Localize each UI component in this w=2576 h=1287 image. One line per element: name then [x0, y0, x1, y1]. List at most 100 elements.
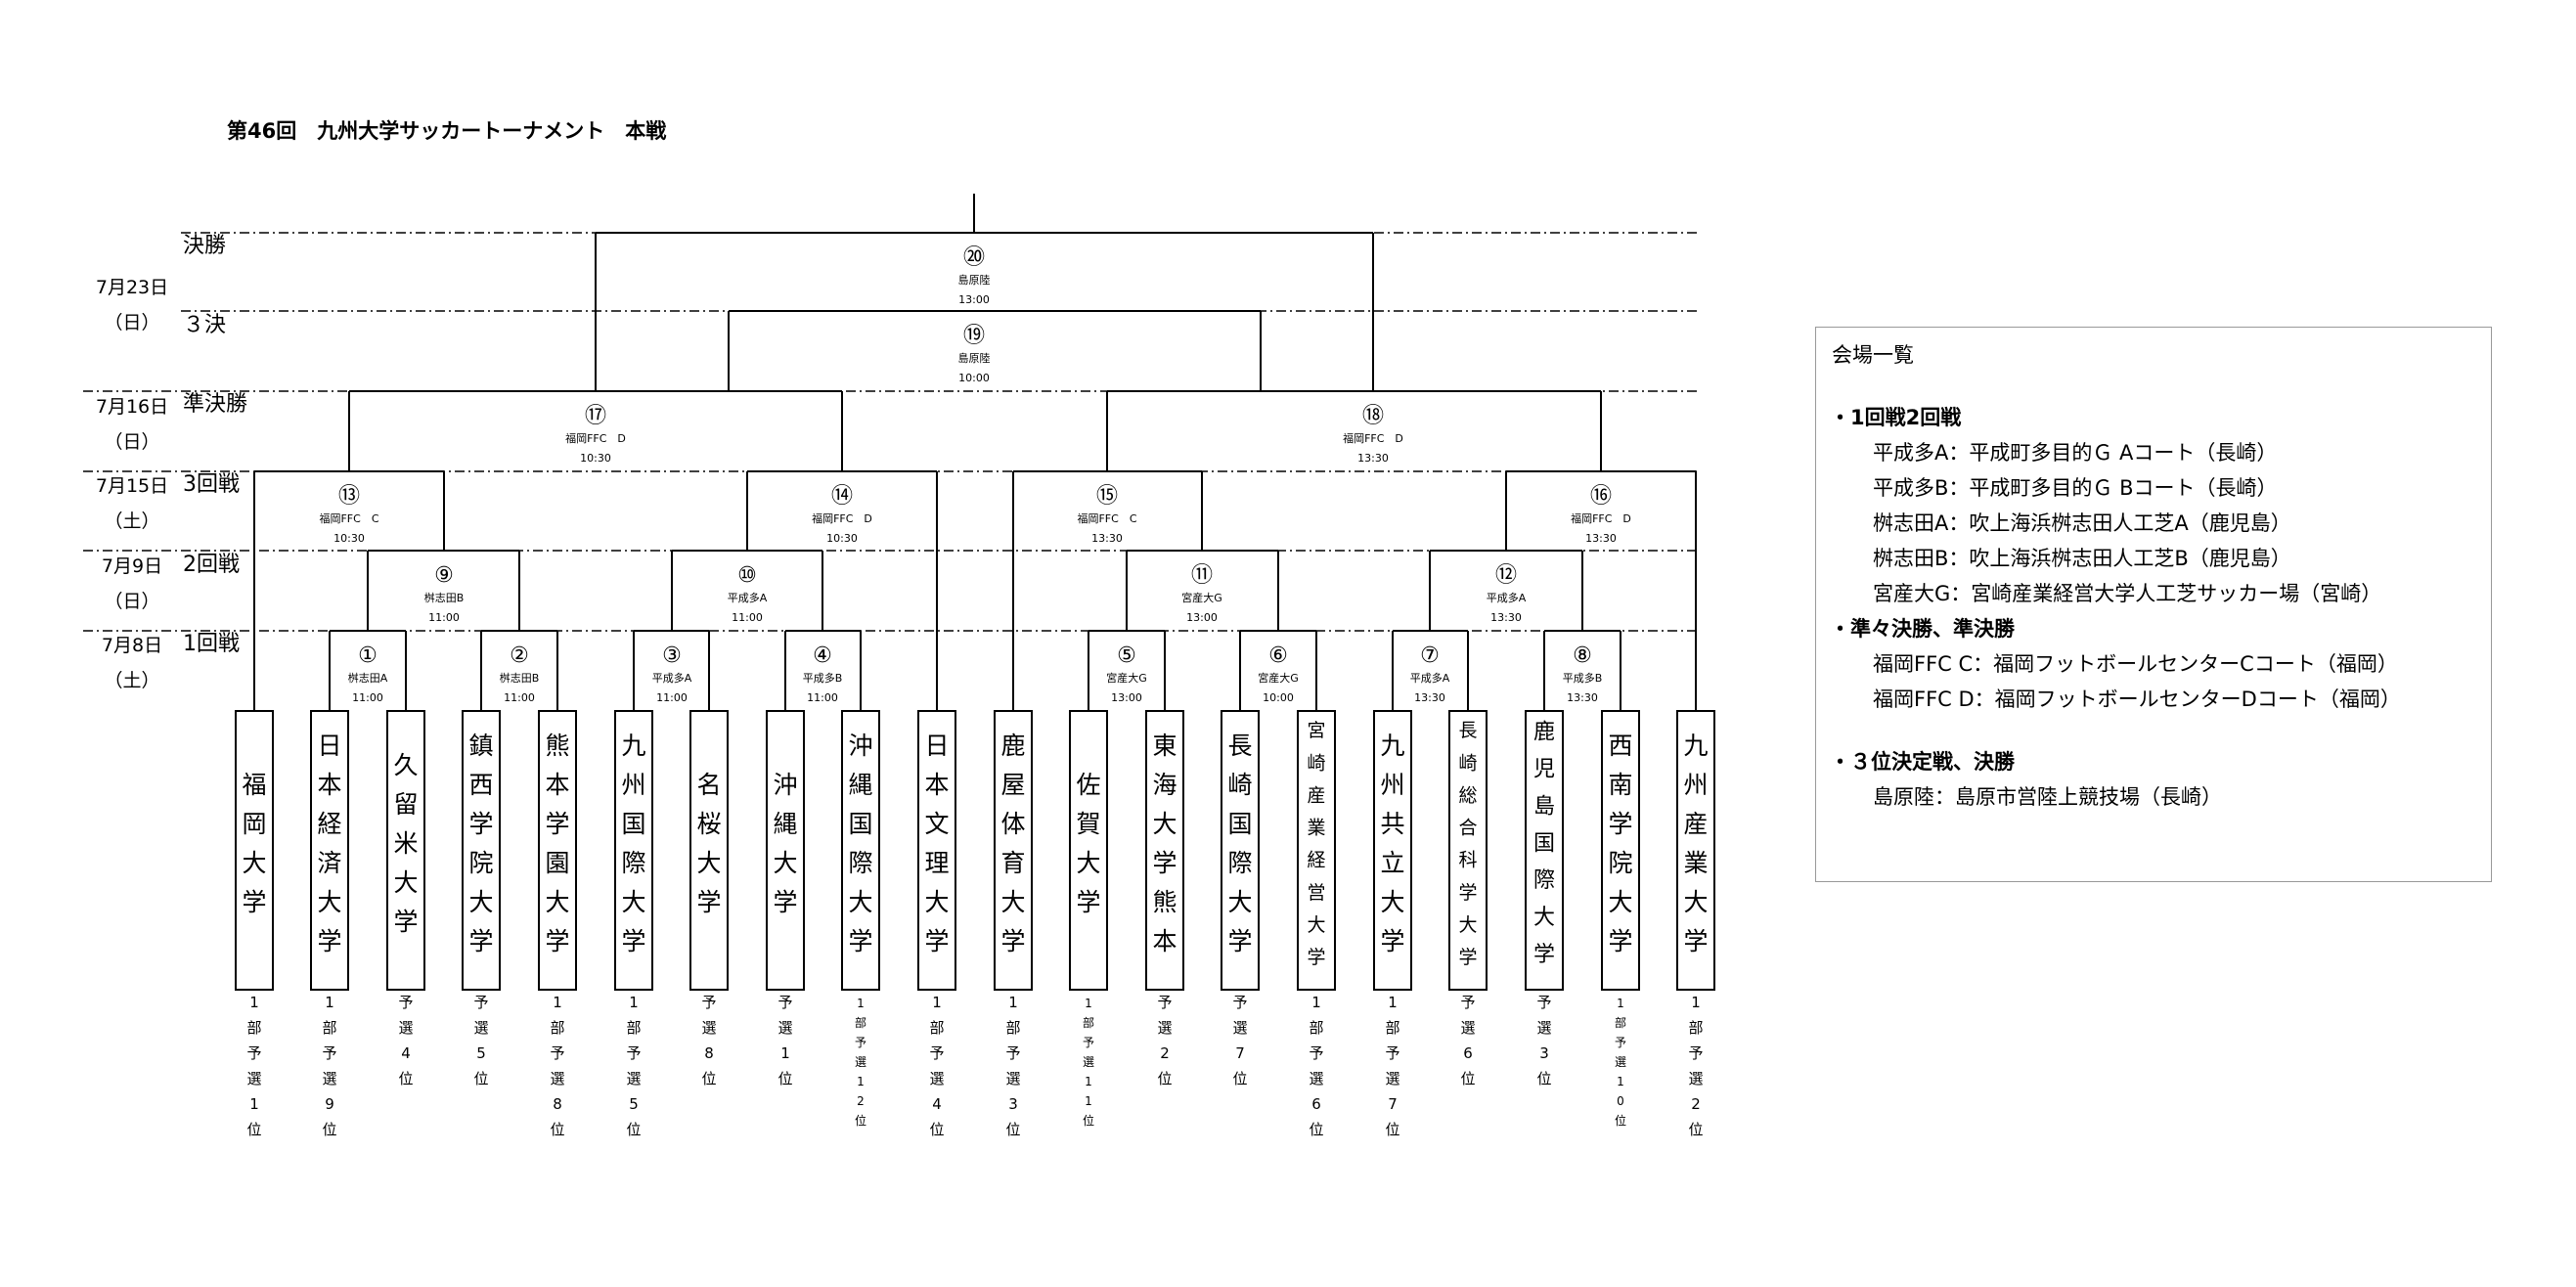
- round-weekday: （日）: [104, 431, 159, 453]
- team-seed-char: 部: [626, 1019, 641, 1037]
- team-name-char: 大: [1000, 888, 1025, 916]
- match-venue: 福岡FFC D: [1343, 431, 1403, 445]
- team-name-char: 大: [393, 868, 418, 897]
- team-seed-char: 7: [1235, 1044, 1245, 1062]
- team-seed-char: 6: [1463, 1044, 1473, 1062]
- match-number: ⑤: [1117, 644, 1136, 668]
- team-name-char: 大: [1076, 849, 1100, 877]
- team-seed-char: 位: [1536, 1070, 1551, 1087]
- match-number: ⑯: [1590, 484, 1612, 509]
- team-seed-char: 選: [1083, 1055, 1094, 1069]
- venue-item: 福岡FFC D：福岡フットボールセンターDコート（福岡）: [1873, 688, 2401, 711]
- team-seed-char: 予: [1005, 1044, 1020, 1062]
- team-box: [1601, 710, 1640, 991]
- team-name-char: 共: [1380, 810, 1404, 838]
- team-name-char: 国: [621, 810, 645, 838]
- team-box: [689, 710, 729, 991]
- team-name-char: 大: [1683, 888, 1708, 916]
- round-date: 7月9日: [102, 555, 162, 577]
- match-time: 13:30: [1490, 611, 1522, 624]
- round-date: 7月8日: [102, 635, 162, 656]
- match-time: 13:00: [958, 293, 990, 306]
- venue-list-panel: 会場一覧 ・1回戦2回戦 平成多A：平成町多目的Ｇ Aコート（長崎） 平成多B：…: [1815, 327, 2492, 882]
- team-seed-char: 1: [1008, 994, 1018, 1011]
- match-time: 11:00: [352, 691, 383, 704]
- team-seed-char: 1: [932, 994, 942, 1011]
- match-number: ⑱: [1362, 404, 1384, 428]
- team-seed-char: 2: [1160, 1044, 1170, 1062]
- team-seed-char: 選: [777, 1019, 792, 1037]
- venue-item: 平成多A：平成町多目的Ｇ Aコート（長崎）: [1873, 441, 2278, 465]
- match-venue: 福岡FFC D: [565, 431, 626, 445]
- team-seed-char: 位: [550, 1121, 564, 1138]
- team-name-char: 学: [1000, 927, 1025, 955]
- team-name-char: 鎮: [468, 732, 493, 760]
- team-box: [1373, 710, 1412, 991]
- team-name-char: 学: [1152, 849, 1177, 877]
- round-name: 決勝: [183, 234, 226, 258]
- team-name-char: 学: [1380, 927, 1404, 955]
- match-venue: 桝志田A: [348, 671, 388, 685]
- team-seed-char: 予: [1460, 994, 1475, 1011]
- team-name-char: 西: [468, 771, 493, 799]
- team-seed-char: 部: [550, 1019, 564, 1037]
- team-seed-char: 1: [857, 997, 865, 1010]
- team-name-char: 営: [1307, 882, 1325, 904]
- match-venue: 島原陸: [958, 351, 991, 365]
- team-name-char: 九: [1380, 732, 1404, 760]
- team-seed-char: 位: [1083, 1113, 1094, 1128]
- team-seed-char: 選: [929, 1070, 944, 1087]
- team-name-char: 国: [1227, 810, 1252, 838]
- team-name-char: 大: [1608, 888, 1632, 916]
- team-name-char: 院: [1608, 849, 1632, 877]
- team-seed-char: 予: [550, 1044, 564, 1062]
- team-seed-char: 位: [626, 1121, 641, 1138]
- team-name-char: 長: [1458, 720, 1477, 741]
- round-date: 7月16日: [96, 396, 168, 418]
- team-seed-char: 選: [1005, 1070, 1020, 1087]
- team-name-char: 学: [1307, 947, 1325, 968]
- team-seed-char: 位: [1157, 1070, 1172, 1087]
- match-venue: 福岡FFC D: [1571, 511, 1631, 525]
- team-seed-char: 選: [1232, 1019, 1247, 1037]
- team-name-char: 大: [924, 888, 949, 916]
- team-name-char: 際: [848, 849, 872, 877]
- match-time: 13:30: [1357, 452, 1389, 465]
- team-name-char: 宮: [1307, 720, 1325, 741]
- team-seed-char: 1: [249, 994, 259, 1011]
- team-seed-char: 位: [246, 1121, 261, 1138]
- team-seed-char: 1: [325, 994, 334, 1011]
- match-time: 13:30: [1414, 691, 1445, 704]
- team-seed-char: 選: [1536, 1019, 1551, 1037]
- team-seed-char: 1: [780, 1044, 790, 1062]
- team-seed-char: 予: [777, 994, 792, 1011]
- team-name-char: 学: [545, 810, 569, 838]
- team-name-char: 学: [1458, 882, 1477, 904]
- team-name-char: 本: [545, 771, 569, 799]
- team-name-char: 学: [468, 927, 493, 955]
- team-name-char: 学: [924, 927, 949, 955]
- team-name-char: 西: [1608, 732, 1632, 760]
- round-name: 準決勝: [183, 392, 247, 417]
- team-seed-char: 選: [1460, 1019, 1475, 1037]
- team-name-char: 総: [1458, 784, 1477, 806]
- team-name-char: 日: [924, 732, 949, 760]
- team-seed-char: 予: [1688, 1044, 1703, 1062]
- team-box: [1069, 710, 1108, 991]
- team-seed-char: 選: [626, 1070, 641, 1087]
- team-seed-char: 1: [1085, 1075, 1092, 1088]
- team-name-char: 崎: [1458, 752, 1477, 774]
- match-venue: 桝志田B: [500, 671, 540, 685]
- team-name-char: 学: [1608, 927, 1632, 955]
- team-name-char: 学: [545, 927, 569, 955]
- team-name-char: 国: [1533, 831, 1555, 856]
- round-date: 7月15日: [96, 475, 168, 497]
- team-box: [462, 710, 501, 991]
- match-venue: 宮産大G: [1181, 591, 1222, 604]
- team-seed-char: 8: [553, 1095, 562, 1113]
- team-seed-char: 3: [1539, 1044, 1549, 1062]
- match-number: ⑦: [1420, 644, 1440, 668]
- team-seed-char: 位: [929, 1121, 944, 1138]
- team-name-char: 本: [1152, 927, 1177, 955]
- match-time: 10:30: [580, 452, 611, 465]
